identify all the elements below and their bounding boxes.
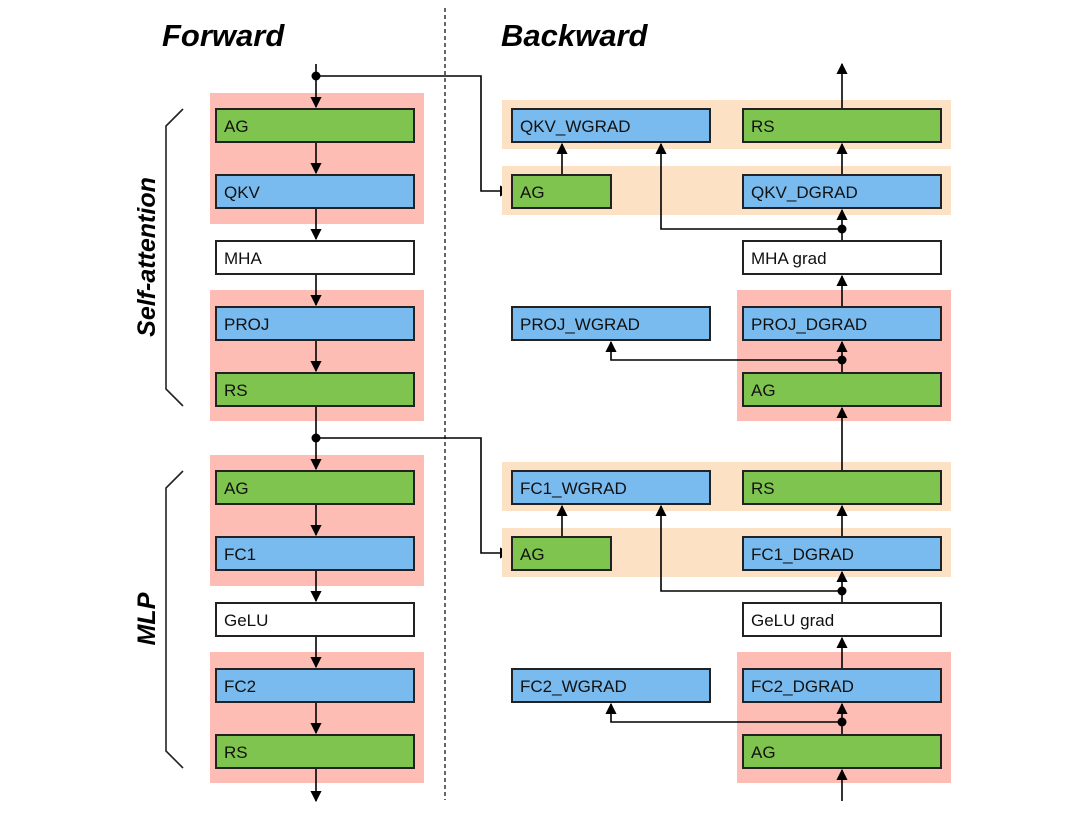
mha-grad-to-qkv-wgrad-wire: [655, 142, 842, 230]
self-attention-brace: [165, 108, 184, 407]
svg-text:RS: RS: [224, 381, 248, 400]
svg-text:FC2_WGRAD: FC2_WGRAD: [520, 677, 627, 696]
svg-text:QKV_DGRAD: QKV_DGRAD: [751, 183, 858, 202]
bwd-mlp-rs-node: RS: [742, 470, 942, 505]
bwd-mha-grad-node: MHA grad: [742, 240, 942, 275]
svg-text:FC1_WGRAD: FC1_WGRAD: [520, 479, 627, 498]
bwd-proj-dgrad-node: PROJ_DGRAD: [742, 306, 942, 341]
mlp-label: MLP: [133, 592, 161, 645]
fwd-mlp-ag-node: AG: [215, 470, 415, 505]
svg-text:FC1_DGRAD: FC1_DGRAD: [751, 545, 854, 564]
attn-input-to-bwd-ag-wire: [316, 75, 512, 197]
svg-text:RS: RS: [751, 479, 775, 498]
svg-text:AG: AG: [520, 183, 545, 202]
bwd-proj-wgrad-node: PROJ_WGRAD: [511, 306, 711, 341]
bwd-fc2-dgrad-node: FC2_DGRAD: [742, 668, 942, 703]
fwd-rs-node: RS: [215, 372, 415, 407]
fwd-mlp-rs-node: RS: [215, 734, 415, 769]
bwd-attn-ag2-node: AG: [742, 372, 942, 407]
bwd-fc2-wgrad-node: FC2_WGRAD: [511, 668, 711, 703]
backward-title: Backward: [501, 18, 649, 53]
fwd-ag-node: AG: [215, 108, 415, 143]
fwd-mha-node: MHA: [215, 240, 415, 275]
self-attention-label: Self-attention: [133, 177, 161, 337]
bwd-qkv-wgrad-node: QKV_WGRAD: [511, 108, 711, 143]
ag-to-proj-wgrad-wire: [605, 340, 842, 361]
fwd-fc2-node: FC2: [215, 668, 415, 703]
bwd-attn-ag-node: AG: [511, 174, 612, 209]
svg-text:QKV: QKV: [224, 183, 261, 202]
gelu-grad-to-fc1-wgrad-wire: [655, 504, 842, 592]
bwd-gelu-grad-node: GeLU grad: [742, 602, 942, 637]
bwd-fc1-wgrad-node: FC1_WGRAD: [511, 470, 711, 505]
mlp-brace: [165, 470, 184, 769]
svg-text:AG: AG: [751, 743, 776, 762]
ag-to-fc2-wgrad-wire: [605, 702, 842, 723]
mlp-input-to-bwd-ag-wire: [316, 437, 512, 559]
svg-text:AG: AG: [751, 381, 776, 400]
forward-title: Forward: [162, 18, 285, 53]
bwd-mlp-ag2-node: AG: [742, 734, 942, 769]
bwd-attn-rs-node: RS: [742, 108, 942, 143]
svg-text:RS: RS: [224, 743, 248, 762]
svg-text:PROJ_WGRAD: PROJ_WGRAD: [520, 315, 640, 334]
svg-text:AG: AG: [224, 479, 249, 498]
svg-text:PROJ: PROJ: [224, 315, 269, 334]
svg-text:GeLU: GeLU: [224, 611, 268, 630]
svg-text:AG: AG: [224, 117, 249, 136]
fwd-fc1-node: FC1: [215, 536, 415, 571]
svg-text:FC2: FC2: [224, 677, 256, 696]
fwd-proj-node: PROJ: [215, 306, 415, 341]
bwd-qkv-dgrad-node: QKV_DGRAD: [742, 174, 942, 209]
svg-text:PROJ_DGRAD: PROJ_DGRAD: [751, 315, 867, 334]
svg-text:MHA grad: MHA grad: [751, 249, 827, 268]
bwd-fc1-dgrad-node: FC1_DGRAD: [742, 536, 942, 571]
fwd-qkv-node: QKV: [215, 174, 415, 209]
svg-text:MHA: MHA: [224, 249, 262, 268]
svg-text:RS: RS: [751, 117, 775, 136]
fwd-gelu-node: GeLU: [215, 602, 415, 637]
svg-text:GeLU grad: GeLU grad: [751, 611, 834, 630]
svg-text:FC2_DGRAD: FC2_DGRAD: [751, 677, 854, 696]
svg-text:QKV_WGRAD: QKV_WGRAD: [520, 117, 631, 136]
svg-text:AG: AG: [520, 545, 545, 564]
bwd-mlp-ag-node: AG: [511, 536, 612, 571]
svg-text:FC1: FC1: [224, 545, 256, 564]
